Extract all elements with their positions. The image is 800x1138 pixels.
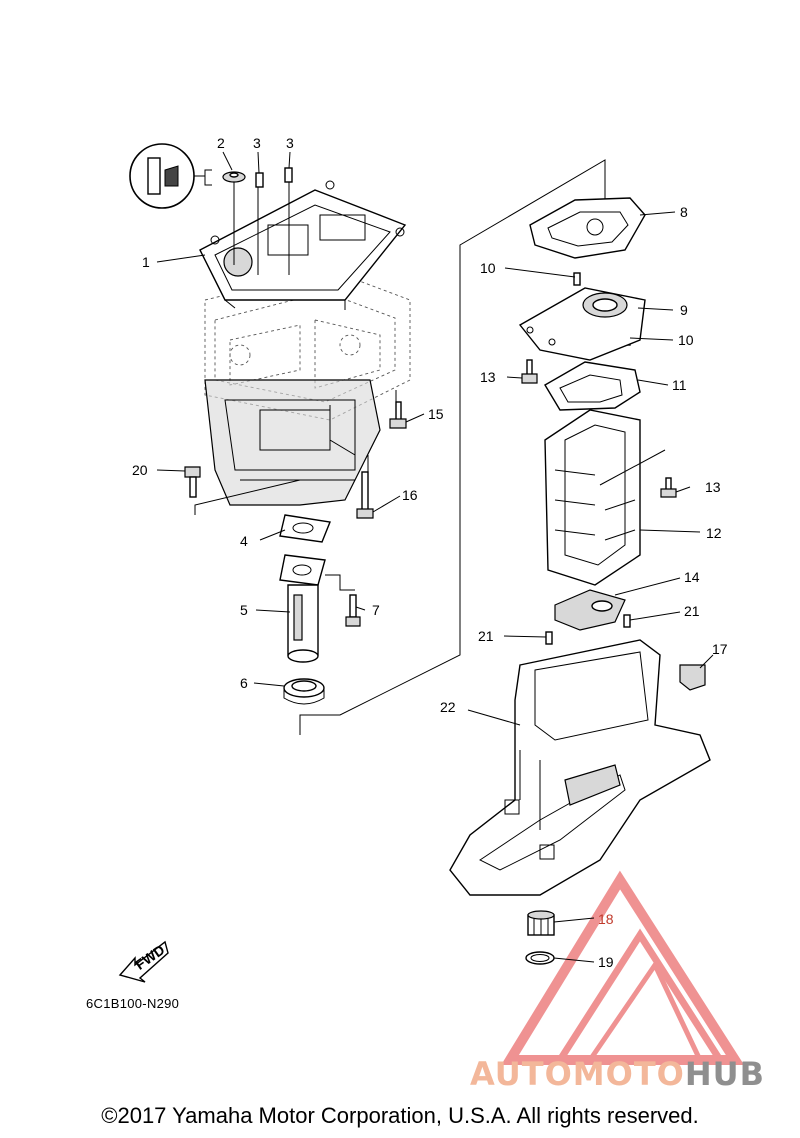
callout-labels: 1 2 3 3 4 5 6 7 8 9 10 10 11 12 13 13 14… [132, 135, 728, 970]
part-13-bolt-b [660, 477, 677, 498]
callout-9: 9 [680, 302, 688, 318]
part-15-bolt [389, 401, 407, 429]
callout-13b: 13 [705, 479, 721, 495]
callout-1: 1 [142, 254, 150, 270]
callout-3a: 3 [253, 135, 261, 151]
watermark-text-part2: HUB [684, 1055, 766, 1093]
part-14-gasket [554, 589, 626, 631]
part-21-dowel-pin-b [623, 614, 631, 628]
part-7-bolt [345, 594, 361, 627]
callout-10b: 10 [678, 332, 694, 348]
callout-11: 11 [672, 377, 687, 393]
callout-8: 8 [680, 204, 688, 220]
callout-15: 15 [428, 406, 444, 422]
callout-22: 22 [440, 699, 456, 715]
part-12-muffler [544, 409, 641, 586]
part-6-seal [283, 678, 325, 705]
callout-2: 2 [217, 135, 225, 151]
part-22-upper-casing [449, 639, 711, 896]
callout-leaders [156, 151, 714, 963]
watermark-logo-mark [501, 870, 745, 1065]
drawing-code: 6C1B100-N290 [86, 996, 180, 1011]
watermark-logo-text: AUTOMOTOHUB [470, 1055, 765, 1093]
part-4-gasket [279, 514, 331, 543]
part-13-bolt-a [521, 359, 538, 384]
callout-3b: 3 [286, 135, 294, 151]
detail-inset-circle [129, 143, 212, 209]
callout-16: 16 [402, 487, 418, 503]
part-10-dowel-pin-a [573, 272, 581, 286]
part-3-dowel-pin-a [255, 172, 264, 188]
part-16-bolt [356, 471, 374, 519]
callout-19: 19 [598, 954, 614, 970]
callout-5: 5 [240, 602, 248, 618]
callout-20: 20 [132, 462, 148, 478]
part-21-dowel-pin-a [545, 631, 553, 645]
part-5-exhaust-tube [279, 554, 326, 663]
part-1-mounting-plate [199, 180, 407, 310]
watermark-text-part1: AUTOMOTO [470, 1055, 685, 1093]
part-20-bolt [184, 466, 201, 498]
part-3-dowel-pin-b [284, 167, 293, 183]
callout-4: 4 [240, 533, 248, 549]
part-8-gasket [529, 197, 646, 259]
part-2-washer [222, 171, 246, 183]
callout-17: 17 [712, 641, 728, 657]
callout-18: 18 [598, 911, 614, 927]
callout-21a: 21 [478, 628, 494, 644]
callout-10a: 10 [480, 260, 496, 276]
copyright-notice: ©2017 Yamaha Motor Corporation, U.S.A. A… [101, 1103, 699, 1128]
part-17-grommet [679, 664, 706, 691]
callout-7: 7 [372, 602, 380, 618]
callout-21b: 21 [684, 603, 700, 619]
assembly-bracket-lines [194, 159, 606, 735]
callout-6: 6 [240, 675, 248, 691]
part-9-exhaust-guide-plate [518, 287, 646, 361]
callout-14: 14 [684, 569, 700, 585]
part-11-gasket [544, 361, 641, 411]
part-18-impeller [527, 910, 555, 936]
part-19-ring [525, 951, 555, 965]
fwd-direction-arrow: FWD [118, 940, 169, 983]
callout-13a: 13 [480, 369, 496, 385]
upper-casing-body [204, 379, 381, 506]
callout-12: 12 [706, 525, 722, 541]
